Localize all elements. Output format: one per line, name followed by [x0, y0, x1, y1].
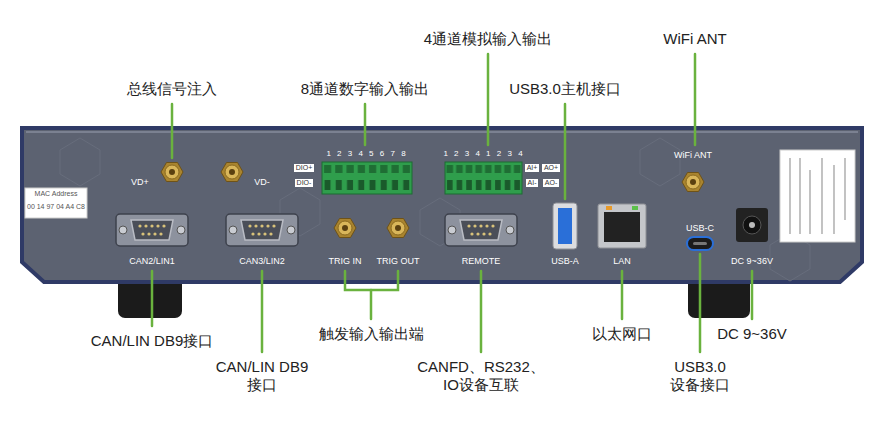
pin-numbers: 1 2 3 4 5 6 7 8 — [326, 149, 407, 159]
port-label: CAN2/LIN1 — [129, 256, 175, 267]
callout-label: DC 9~36V — [717, 325, 787, 343]
callout-label: 以太网口 — [592, 325, 652, 343]
port-label: REMOTE — [462, 256, 501, 267]
signal-label: AO+ — [542, 164, 560, 172]
signal-label: AI+ — [525, 164, 540, 172]
sticker-text: MAC Address — [35, 190, 78, 198]
port-label: USB-A — [551, 256, 579, 267]
sticker-text: 00 14 97 04 A4 C8 — [27, 203, 85, 211]
callout-label: CAN/LIN DB9 接口 — [207, 358, 317, 394]
callout-label: CANFD、RS232、 IO设备互联 — [409, 358, 554, 394]
callout-label: 4通道模拟输入输出 — [424, 30, 552, 48]
port-label: VD+ — [131, 177, 149, 188]
callout-label: 触发输入输出端 — [319, 325, 424, 343]
signal-label: DIO- — [295, 179, 314, 187]
signal-label: AI- — [526, 179, 539, 187]
signal-label: AO- — [543, 179, 559, 187]
callout-label: CAN/LIN DB9接口 — [91, 332, 214, 350]
port-label: TRIG OUT — [377, 256, 420, 267]
callout-label: WiFi ANT — [663, 30, 726, 48]
callout-label: 总线信号注入 — [127, 80, 217, 98]
port-label: CAN3/LIN2 — [239, 256, 285, 267]
port-label: USB-C — [686, 223, 714, 234]
port-label: LAN — [613, 256, 631, 267]
port-label: DC 9~36V — [731, 256, 773, 267]
port-label: VD- — [254, 177, 270, 188]
callout-label: USB3.0 设备接口 — [668, 358, 732, 394]
callout-label: USB3.0主机接口 — [509, 80, 621, 98]
port-label: WiFi ANT — [674, 150, 712, 161]
signal-label: DIO+ — [294, 164, 315, 172]
callout-label: 8通道数字输入输出 — [301, 80, 429, 98]
pin-numbers: 1 2 3 4 1 2 3 4 — [443, 149, 524, 159]
port-label: TRIG IN — [329, 256, 362, 267]
